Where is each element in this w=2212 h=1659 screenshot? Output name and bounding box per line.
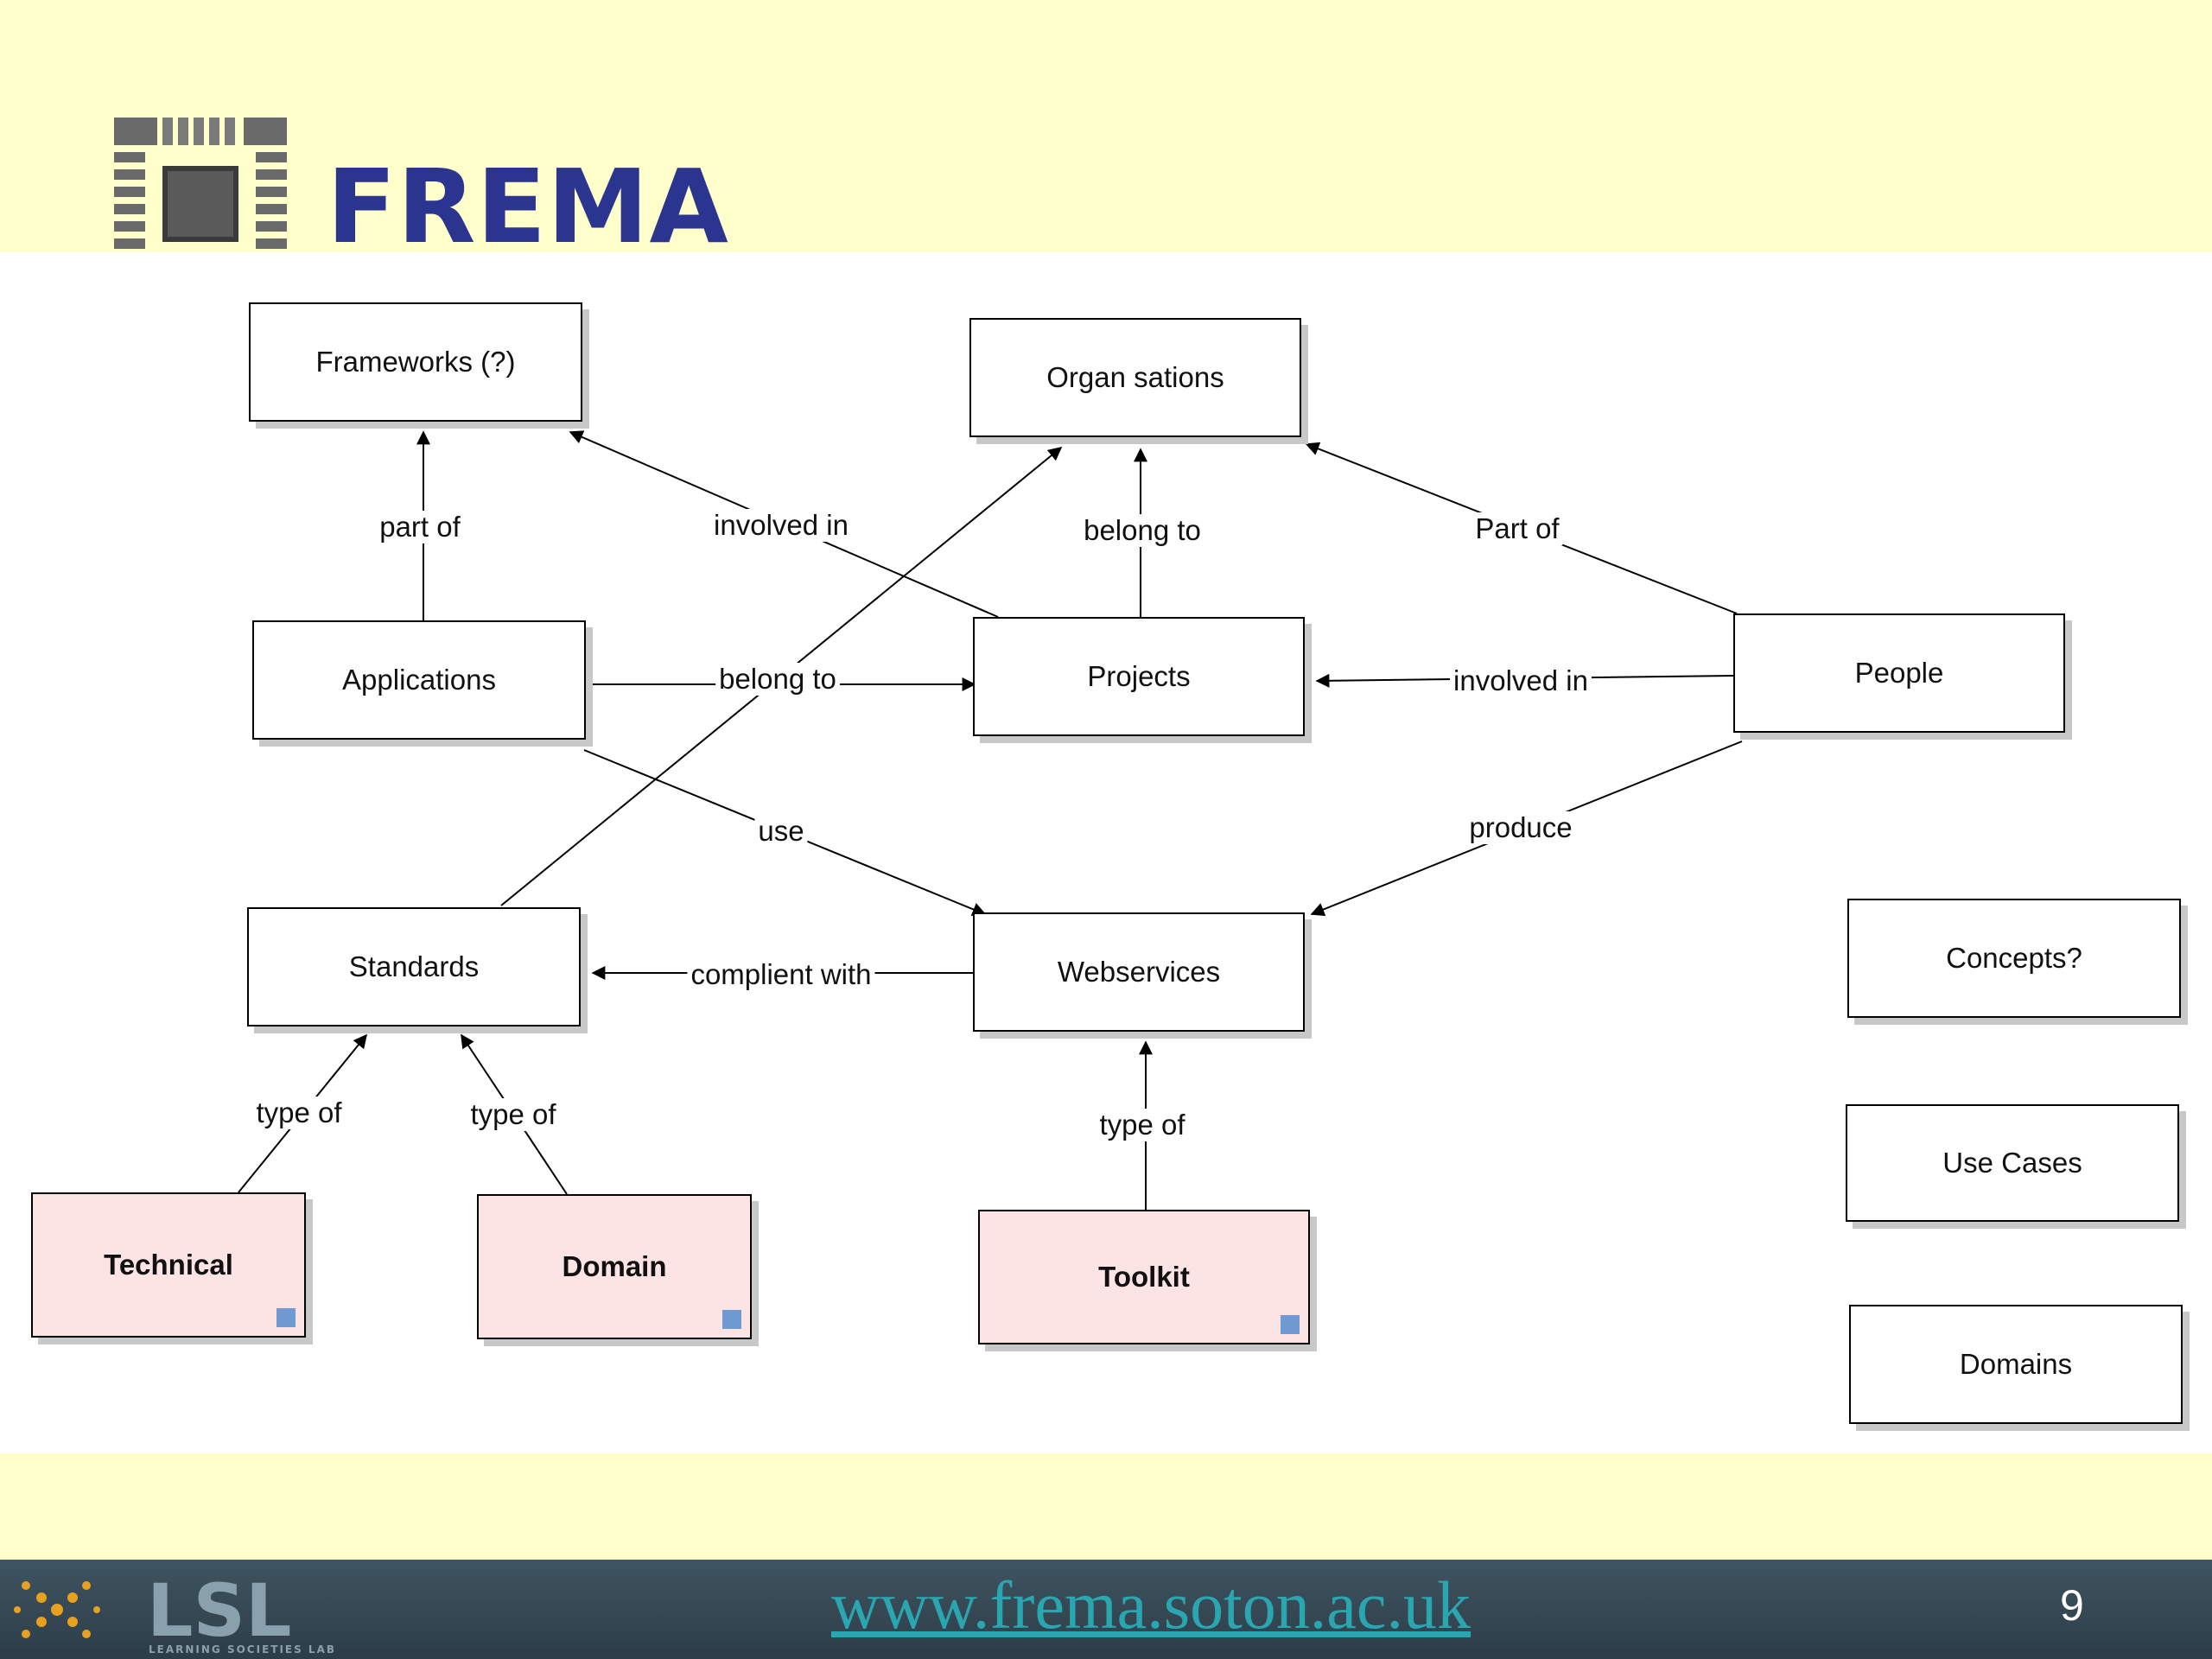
edge-label-involved-in: involved in bbox=[1450, 664, 1592, 697]
node-people[interactable]: People bbox=[1733, 613, 2065, 733]
node-organisations[interactable]: Organ sations bbox=[969, 318, 1301, 437]
edge-label-use: use bbox=[754, 815, 808, 848]
node-applications[interactable]: Applications bbox=[252, 620, 586, 740]
edge-label-produce: produce bbox=[1465, 811, 1576, 844]
page-number: 9 bbox=[2060, 1581, 2084, 1630]
brand-title: FREMA bbox=[327, 147, 729, 266]
node-projects[interactable]: Projects bbox=[973, 617, 1305, 736]
node-webservices[interactable]: Webservices bbox=[973, 912, 1305, 1032]
edge-label-belong-to: belong to bbox=[715, 663, 840, 696]
lsl-logo: LSL LEARNING SOCIETIES LAB bbox=[14, 1568, 336, 1656]
edge-label-part-of: Part of bbox=[1471, 512, 1563, 545]
node-technical[interactable]: Technical bbox=[31, 1192, 306, 1338]
node-frameworks[interactable]: Frameworks (?) bbox=[249, 302, 582, 422]
edge-label-belong-to: belong to bbox=[1080, 514, 1205, 547]
edge-label-part-of: part of bbox=[376, 511, 464, 543]
node-standards[interactable]: Standards bbox=[247, 907, 581, 1027]
link-marker-icon bbox=[276, 1308, 296, 1327]
node-domain[interactable]: Domain bbox=[477, 1194, 752, 1339]
concept-map: part of involved in belong to Part of be… bbox=[0, 252, 2212, 1453]
node-label: Toolkit bbox=[1098, 1261, 1190, 1293]
node-label: Technical bbox=[104, 1249, 233, 1281]
node-label: Domain bbox=[562, 1250, 667, 1282]
link-marker-icon bbox=[722, 1310, 741, 1329]
node-use-cases[interactable]: Use Cases bbox=[1846, 1104, 2179, 1222]
node-concepts[interactable]: Concepts? bbox=[1847, 899, 2181, 1018]
slide-header: FREMA bbox=[0, 0, 2212, 266]
edge-label-complient-with: complient with bbox=[687, 958, 875, 991]
slide-footer: LSL LEARNING SOCIETIES LAB www.frema.sot… bbox=[0, 1560, 2212, 1659]
edge-label-type-of: type of bbox=[1096, 1109, 1189, 1141]
link-marker-icon bbox=[1281, 1315, 1300, 1334]
node-toolkit[interactable]: Toolkit bbox=[978, 1210, 1310, 1344]
edge-label-type-of: type of bbox=[467, 1098, 560, 1131]
frema-chip-icon bbox=[111, 114, 290, 252]
site-url-link[interactable]: www.frema.soton.ac.uk bbox=[831, 1567, 1471, 1643]
lsl-logo-text: LSL bbox=[147, 1568, 292, 1653]
edge-label-involved-in: involved in bbox=[710, 509, 852, 542]
edge-label-type-of: type of bbox=[252, 1096, 346, 1129]
node-domains[interactable]: Domains bbox=[1849, 1305, 2183, 1424]
lab-name: LEARNING SOCIETIES LAB bbox=[149, 1643, 336, 1656]
